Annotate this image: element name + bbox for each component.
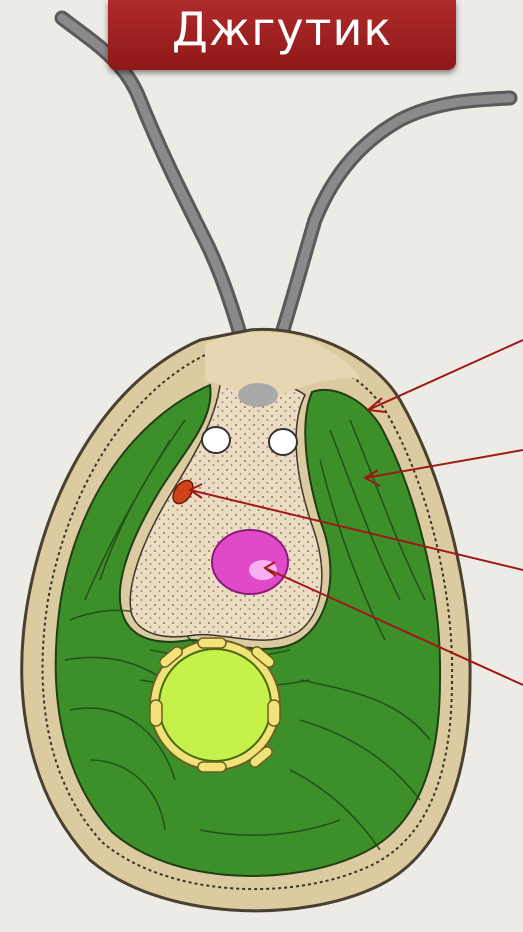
contractile-vacuole-right [269, 429, 297, 455]
nucleus [212, 530, 288, 594]
pyrenoid [150, 638, 280, 772]
title-banner: Джгутик [108, 0, 456, 70]
title-text: Джгутик [172, 6, 392, 52]
contractile-vacuole-left [202, 427, 230, 453]
basal-body [238, 383, 278, 407]
